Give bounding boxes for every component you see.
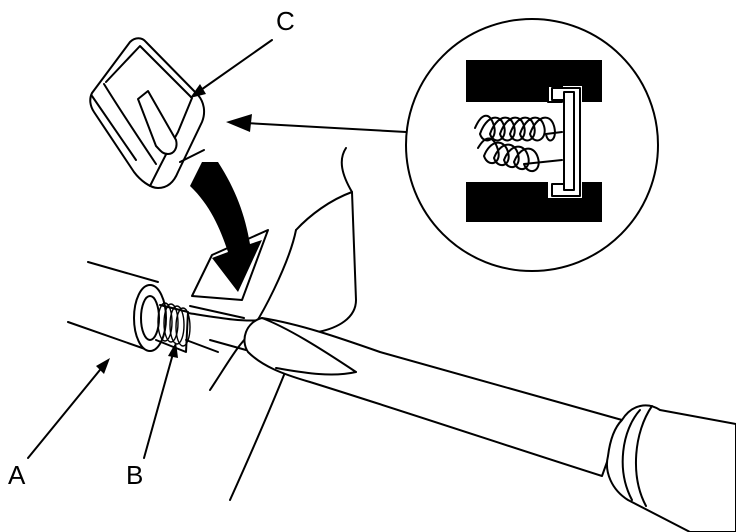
clip-c: [89, 37, 206, 189]
insertion-arrow-icon: [190, 162, 262, 292]
callout-leaders: [27, 39, 273, 459]
shaft-a: [67, 261, 167, 352]
callout-label-a: A: [8, 460, 26, 490]
callout-label-c: C: [276, 6, 295, 36]
spring-b: [155, 302, 219, 353]
detail-magnifier: [405, 18, 659, 272]
callout-label-b: B: [126, 460, 143, 490]
slot-opening: [189, 229, 269, 319]
screwdriver: [187, 312, 736, 532]
detail-leader-arrow-icon: [226, 114, 407, 133]
